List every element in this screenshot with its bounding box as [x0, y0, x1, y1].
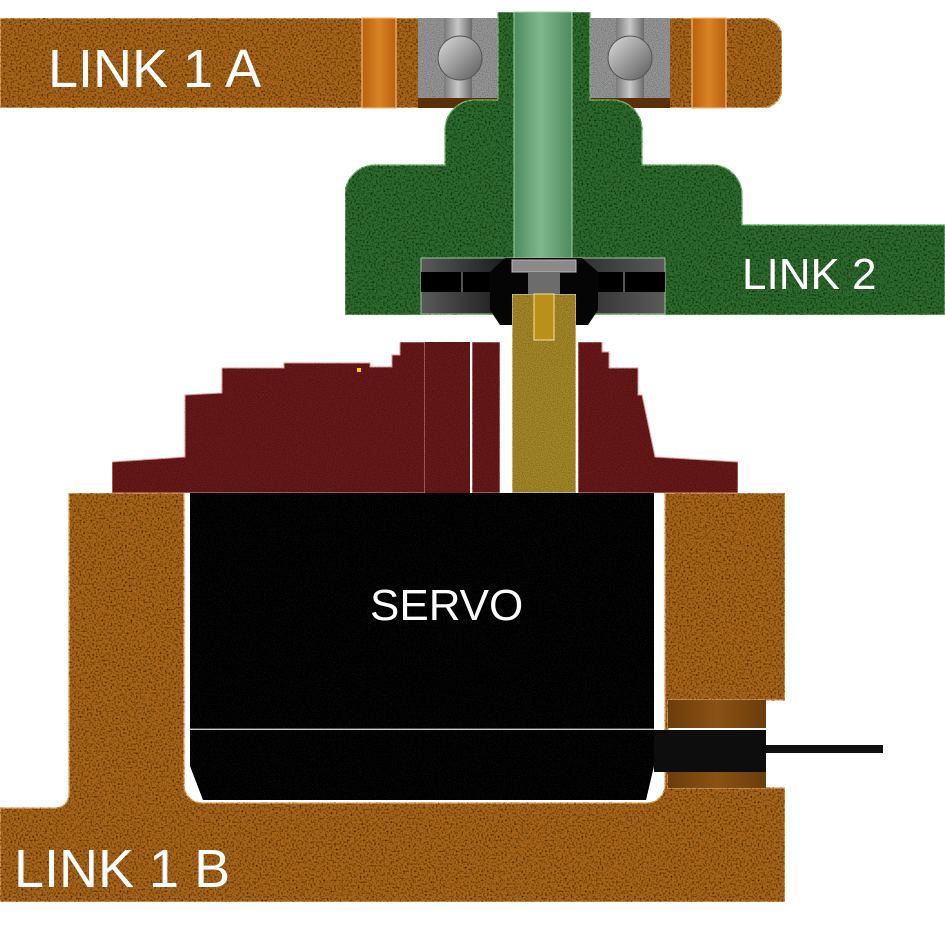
horn-screw-head	[511, 259, 577, 273]
spacer-left	[361, 17, 397, 109]
label-link-1a: LINK 1 A	[48, 39, 261, 99]
servo-mount-flange	[111, 341, 739, 494]
bearing-left	[418, 18, 498, 108]
cable-bushing-bottom	[668, 772, 766, 788]
horn-screw-shank	[528, 272, 560, 296]
label-link-1b: LINK 1 B	[14, 839, 230, 899]
cable-grommet	[654, 730, 766, 772]
indicator-dot	[357, 368, 361, 372]
cable-bushing-top	[668, 700, 766, 728]
servo-spline	[511, 293, 577, 494]
servo-body	[190, 493, 766, 800]
label-link-2: LINK 2	[742, 250, 877, 299]
ball-bearing-icon	[437, 35, 483, 81]
output-shaft	[513, 11, 573, 263]
ball-bearing-icon	[607, 35, 653, 81]
spacer-right	[691, 17, 727, 109]
bearing-right	[590, 18, 670, 108]
link-1b-bracket	[0, 492, 786, 903]
link-2-body	[344, 11, 945, 316]
label-servo: SERVO	[370, 581, 523, 630]
servo-cable	[766, 745, 883, 753]
